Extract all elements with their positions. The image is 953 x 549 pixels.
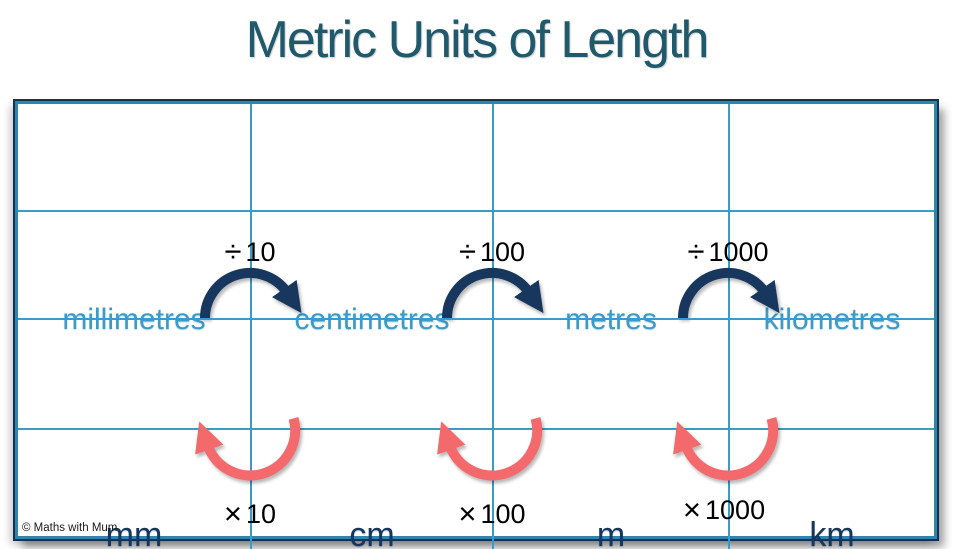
divide-row: ÷10 ÷100 ÷1000 xyxy=(18,210,934,319)
divide-label-100: ÷100 xyxy=(412,234,572,270)
multiply-arrow-cm-to-mm xyxy=(195,417,301,481)
copyright-notice: © Maths with Mum xyxy=(22,522,118,534)
multiply-label-10: ×10 xyxy=(170,496,330,532)
symbol-cell-km: km xyxy=(728,320,934,549)
divide-sign: ÷ xyxy=(224,234,246,269)
multiply-arrow-m-to-cm xyxy=(437,417,543,481)
multiply-sign: × xyxy=(458,496,481,531)
multiply-value: 10 xyxy=(246,499,277,529)
symbol-cell-cm: cm xyxy=(250,320,492,549)
unit-symbols-row: mm cm m km xyxy=(18,318,934,549)
divide-sign: ÷ xyxy=(687,234,709,269)
multiply-sign: × xyxy=(223,496,247,531)
page-title: Metric Units of Length xyxy=(245,11,710,69)
divide-label-10: ÷10 xyxy=(170,234,330,270)
multiply-value: 100 xyxy=(480,499,526,529)
divide-arrow-mm-to-cm xyxy=(200,267,302,319)
divide-sign: ÷ xyxy=(458,234,480,269)
divide-value: 100 xyxy=(479,237,526,267)
divide-label-1000: ÷1000 xyxy=(648,234,808,270)
conversion-table: millimetres centimetres metres kilometre… xyxy=(13,99,939,549)
multiply-label-100: ×100 xyxy=(412,496,572,532)
divide-value: 10 xyxy=(245,237,276,267)
divide-value: 1000 xyxy=(708,237,769,267)
multiply-sign: × xyxy=(682,492,706,527)
multiply-arrow-km-to-m xyxy=(673,417,779,481)
divide-arrow-m-to-km xyxy=(678,267,780,319)
multiply-label-1000: ×1000 xyxy=(644,492,804,528)
multiply-row: ×10 ×100 ×1000 © Maths with Mum xyxy=(18,417,934,536)
divide-arrow-cm-to-m xyxy=(442,267,544,319)
multiply-value: 1000 xyxy=(705,495,766,525)
symbol-cell-mm: mm xyxy=(105,515,163,549)
symbol-cell-m: m xyxy=(492,320,728,549)
